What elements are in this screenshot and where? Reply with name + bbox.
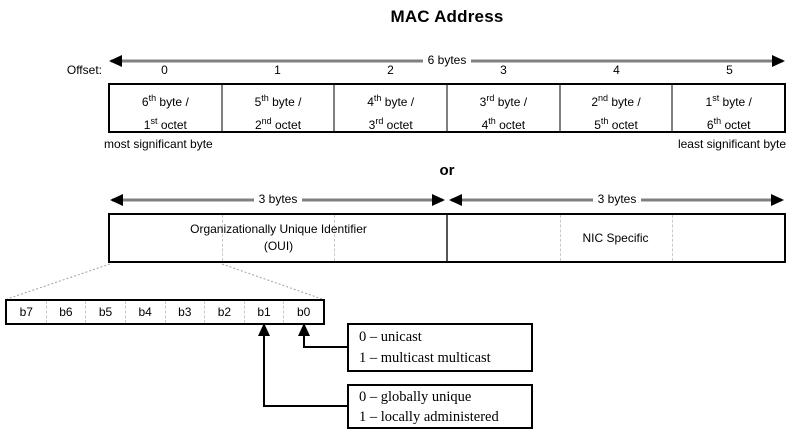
b1-pointer-line <box>263 328 347 407</box>
annotation-line: 0 – globally unique <box>359 388 472 405</box>
annotation-line: 1 – locally administered <box>359 408 499 425</box>
bit-cell-b6: b6 <box>45 301 86 323</box>
bit-cell-b5: b5 <box>85 301 125 323</box>
byte-cell-2: 4th byte / 3rd octet <box>333 85 446 132</box>
lsb-label: least significant byte <box>677 137 786 151</box>
bit-cell-b3: b3 <box>164 301 205 323</box>
offset-value-3: 3 <box>500 63 507 77</box>
byte-cell-4: 2nd byte / 5th octet <box>558 85 672 132</box>
bit-cell-b2: b2 <box>204 301 244 323</box>
expansion-dotted-line <box>6 263 111 300</box>
oui-label: Organizationally Unique Identifier (OUI) <box>190 222 367 253</box>
page-title: MAC Address <box>390 7 504 26</box>
b0-pointer-line <box>303 328 347 348</box>
oui-nic-table: Organizationally Unique Identifier (OUI)… <box>108 213 786 263</box>
annotation-line: 0 – unicast <box>359 328 422 345</box>
bit-cell-b0: b0 <box>283 301 323 323</box>
offset-value-0: 0 <box>161 63 168 77</box>
byte-cell-1: 5th byte / 2nd octet <box>220 85 334 132</box>
byte-cell-3: 3rd byte / 4th octet <box>446 85 559 132</box>
annotation-line: 1 – multicast multicast <box>359 349 491 366</box>
or-label: or <box>439 162 455 179</box>
unicast-annotation-box: 0 – unicast 1 – multicast multicast <box>347 323 533 372</box>
three-bytes-left-label: 3 bytes <box>110 192 446 206</box>
bit-cell-b7: b7 <box>19 305 33 319</box>
divider <box>560 215 561 261</box>
offset-value-5: 5 <box>726 63 733 77</box>
offset-value-2: 2 <box>387 63 394 77</box>
byte-cell-5: 1st byte / 6th octet <box>671 85 784 132</box>
three-bytes-right-label: 3 bytes <box>449 192 785 206</box>
msb-label: most significant byte <box>104 137 213 151</box>
bit-box: b7 b6 b5 b4 b3 b2 b1 b0 <box>5 299 325 325</box>
offset-value-1: 1 <box>274 63 281 77</box>
bit-cell-b4: b4 <box>124 301 165 323</box>
oui-nic-divider <box>446 215 448 261</box>
divider <box>222 215 223 261</box>
byte-cell-0: 6th byte / 1st octet <box>141 93 189 132</box>
offset-label: Offset: <box>66 63 102 77</box>
divider <box>672 215 673 261</box>
byte-order-table: 6th byte / 1st octet 5th byte / 2nd octe… <box>108 83 786 133</box>
bit-cell-b1: b1 <box>243 301 284 323</box>
nic-specific-label: NIC Specific <box>582 231 649 245</box>
offset-value-4: 4 <box>613 63 620 77</box>
divider <box>334 215 335 261</box>
admin-annotation-box: 0 – globally unique 1 – locally administ… <box>347 384 533 429</box>
expansion-dotted-line <box>221 263 323 300</box>
